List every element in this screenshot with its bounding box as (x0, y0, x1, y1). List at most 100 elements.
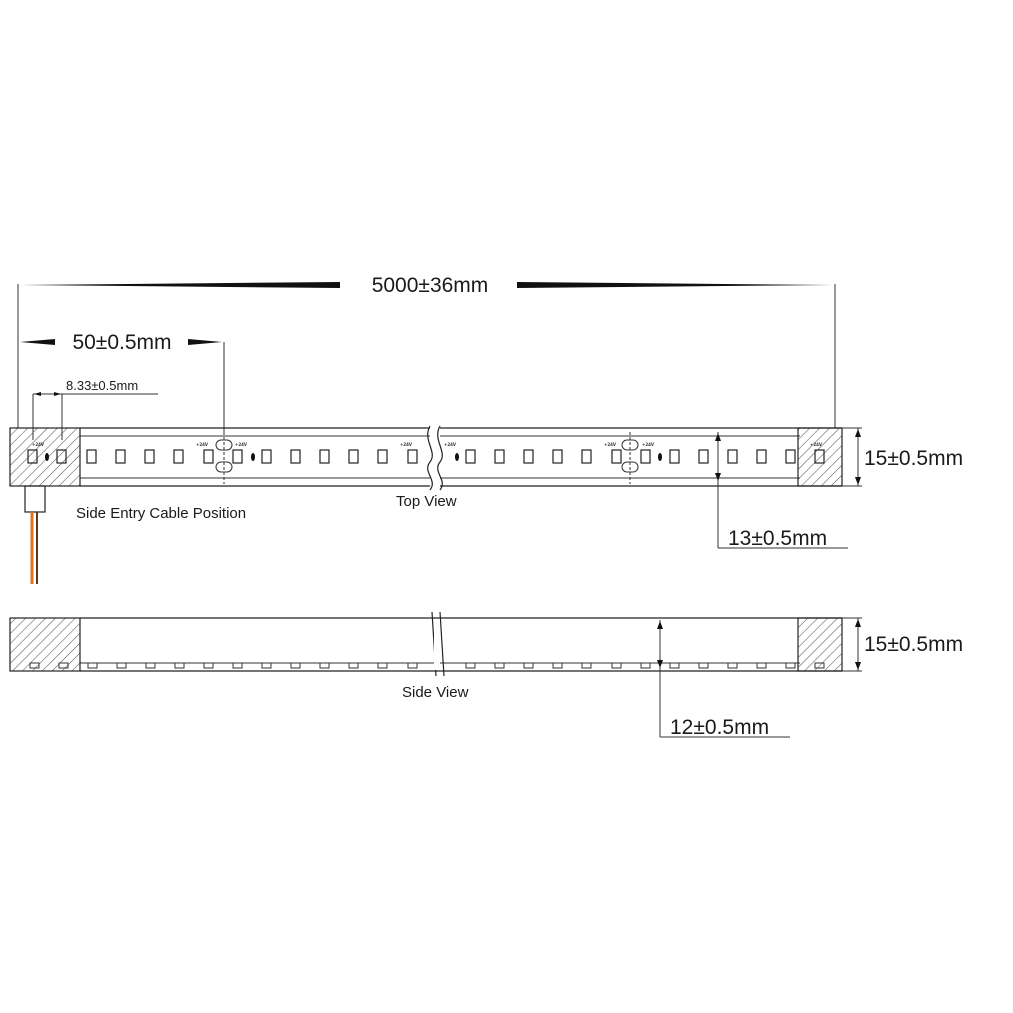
top-led-row-left (27, 449, 418, 464)
led-chip-side (377, 662, 388, 669)
height-arrow-top (855, 619, 861, 627)
led-chip-side (640, 662, 651, 669)
side-end-cap-right (797, 617, 843, 672)
led-chip-side (494, 662, 505, 669)
inner-height-arrow-bottom (657, 660, 663, 668)
resistor-dot (251, 453, 255, 461)
led-chip-side (319, 662, 330, 669)
resistor-dot (45, 453, 49, 461)
led-chip (290, 449, 301, 464)
height-arrow-bottom (855, 662, 861, 670)
led-chip (407, 449, 418, 464)
led-chip (785, 449, 796, 464)
led-chip (465, 449, 476, 464)
top-inner-width-dimension: 13±0.5mm (715, 432, 848, 550)
polarity-marker: +24V (32, 442, 45, 447)
led-chip (581, 449, 592, 464)
led-chip (144, 449, 155, 464)
led-chip-side (552, 662, 563, 669)
led-chip (698, 449, 709, 464)
width-arrow-top (855, 429, 861, 437)
led-chip-side (174, 662, 185, 669)
pitch-arrow-left (34, 392, 41, 396)
led-chip (319, 449, 330, 464)
total-length-label: 5000±36mm (372, 274, 489, 297)
led-chip-side (290, 662, 301, 669)
led-chip-side (232, 662, 243, 669)
polarity-marker: +24V (444, 442, 457, 447)
led-chip (377, 449, 388, 464)
led-chip (115, 449, 126, 464)
polarity-marker: +24V (642, 442, 655, 447)
resistor-dot (455, 453, 459, 461)
resistor-dot (658, 453, 662, 461)
led-chip-side (116, 662, 127, 669)
top-view: +24V +24V +24V +24V +24V +24V +24V +24V … (9, 425, 843, 584)
led-chip (756, 449, 767, 464)
led-chip (56, 449, 67, 464)
cut-arrow-right (188, 339, 222, 345)
cable-gland (24, 485, 46, 513)
polarity-marker: +24V (810, 442, 823, 447)
led-chip-side (581, 662, 592, 669)
polarity-marker: +24V (196, 442, 209, 447)
side-height-dimension: 15±0.5mm (842, 617, 963, 672)
side-inner-height-dimension: 12±0.5mm (657, 620, 790, 739)
led-chip-side (611, 662, 622, 669)
led-chip-side (756, 662, 767, 669)
led-chip (640, 449, 651, 464)
led-chip-side (87, 662, 98, 669)
led-chip (173, 449, 184, 464)
side-end-cap-left (9, 617, 81, 672)
top-view-label: Top View (396, 493, 457, 510)
top-width-label: 15±0.5mm (864, 447, 963, 470)
side-entry-label: Side Entry Cable Position (76, 505, 246, 522)
side-view: Side View (9, 611, 843, 701)
cut-arrow-left (20, 339, 55, 345)
dimension-arrow-left (20, 282, 340, 288)
side-inner-height-label: 12±0.5mm (670, 716, 769, 739)
top-led-row-right (465, 449, 825, 464)
led-chip-side (814, 662, 825, 669)
side-led-row (29, 662, 825, 669)
side-break-right (439, 611, 445, 677)
led-chip (814, 449, 825, 464)
led-chip-side (727, 662, 738, 669)
polarity-marker: +24V (400, 442, 413, 447)
led-chip (86, 449, 97, 464)
led-chip (203, 449, 214, 464)
dimension-arrow-right (517, 282, 833, 288)
led-chip-side (407, 662, 418, 669)
led-chip-side (261, 662, 272, 669)
led-chip (27, 449, 38, 464)
led-chip-side (523, 662, 534, 669)
width-arrow-bottom (855, 477, 861, 485)
cut-length-dimension: 50±0.5mm (20, 331, 225, 432)
led-chip-side (203, 662, 214, 669)
led-chip (523, 449, 534, 464)
side-break-gap (434, 619, 440, 670)
led-pitch-label: 8.33±0.5mm (66, 378, 138, 393)
led-chip-side (465, 662, 476, 669)
polarity-marker: +24V (604, 442, 617, 447)
led-chip (261, 449, 272, 464)
top-break-right (437, 425, 443, 491)
led-chip (494, 449, 505, 464)
led-chip-side (58, 662, 69, 669)
top-end-cap-right (797, 427, 843, 487)
led-chip-side (698, 662, 709, 669)
side-height-label: 15±0.5mm (864, 633, 963, 656)
led-chip-side (145, 662, 156, 669)
overall-length-dimension: 5000±36mm (17, 274, 836, 428)
led-chip-side (785, 662, 796, 669)
top-break-left (427, 425, 433, 491)
led-chip (727, 449, 738, 464)
inner-arrow-top (715, 433, 721, 441)
led-chip (232, 449, 243, 464)
led-chip (348, 449, 359, 464)
led-chip (669, 449, 680, 464)
top-width-dimension: 15±0.5mm (842, 427, 963, 487)
cut-length-label: 50±0.5mm (72, 331, 171, 354)
inner-height-arrow-top (657, 621, 663, 629)
